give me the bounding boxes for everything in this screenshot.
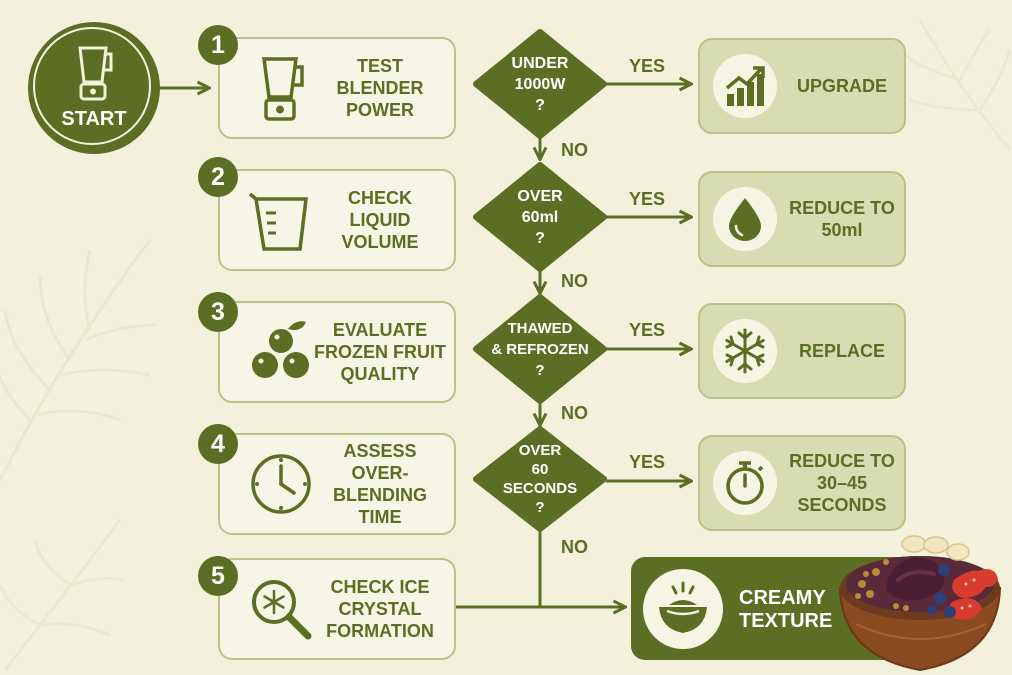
- blender-icon: [78, 46, 113, 101]
- no-label: NO: [561, 537, 588, 557]
- step-box-4: ASSESS OVER-BLENDING TIME: [218, 433, 456, 535]
- palm-leaf-decoration: [0, 239, 156, 481]
- snowflake-icon: [725, 328, 765, 374]
- decision-text: OVER 60ml ?: [517, 187, 563, 247]
- step-label: ASSESS OVER-BLENDING TIME: [333, 441, 427, 527]
- yes-label: YES: [629, 320, 666, 340]
- result-box-replace: REPLACE: [698, 303, 906, 399]
- step-box-5: CHECK ICE CRYSTAL FORMATION: [218, 558, 456, 660]
- result-icon-circle: [713, 319, 777, 383]
- result-label: REDUCE TO 50ml: [789, 198, 895, 240]
- final-icon-circle: [643, 569, 723, 649]
- palm-leaf-decoration: [0, 519, 126, 671]
- step-box-2: CHECK LIQUID VOLUME: [218, 169, 456, 271]
- stopwatch-icon: [726, 461, 764, 505]
- result-label: UPGRADE: [796, 76, 887, 96]
- acai-bowl-illustration: [838, 535, 1002, 672]
- no-label: NO: [561, 271, 588, 291]
- measuring-cup-icon: [248, 192, 308, 251]
- no-label: NO: [561, 140, 588, 160]
- result-icon-circle: [713, 187, 777, 251]
- step-number: 3: [198, 292, 238, 332]
- step-number: 4: [198, 424, 238, 464]
- result-box-upgrade: UPGRADE: [698, 38, 906, 134]
- decision-diamond-1: UNDER 1000W ?: [472, 28, 608, 140]
- result-box-reduce-time: REDUCE TO 30–45 SECONDS: [698, 435, 906, 531]
- result-label: REPLACE: [798, 341, 885, 361]
- result-icon-circle: [713, 54, 777, 118]
- step-number: 2: [198, 157, 238, 197]
- decision-text: THAWED & REFROZEN ?: [491, 319, 589, 379]
- step-label: CHECK ICE CRYSTAL FORMATION: [326, 577, 434, 641]
- decision-text: OVER 60 SECONDS ?: [502, 442, 578, 516]
- step-number: 1: [198, 25, 238, 65]
- blender-icon: [262, 57, 304, 121]
- step-label: EVALUATE FROZEN FRUIT QUALITY: [314, 320, 446, 384]
- start-label: START: [61, 108, 127, 130]
- final-label: CREAMY TEXTURE: [739, 587, 833, 632]
- decision-diamond-4: OVER 60 SECONDS ?: [472, 425, 608, 533]
- clock-icon: [251, 454, 311, 514]
- berries-icon: [252, 321, 309, 378]
- step-label: CHECK LIQUID VOLUME: [341, 188, 419, 252]
- no-label: NO: [561, 403, 588, 423]
- yes-label: YES: [629, 56, 666, 76]
- yes-label: YES: [629, 452, 666, 472]
- magnifier-snowflake-icon: [252, 580, 312, 640]
- step-box-3: EVALUATE FROZEN FRUIT QUALITY: [218, 301, 456, 403]
- step-number: 5: [198, 556, 238, 596]
- droplet-icon: [729, 198, 761, 241]
- smoothie-bowl-icon: [659, 581, 707, 633]
- yes-label: YES: [629, 189, 666, 209]
- step-label: TEST BLENDER POWER: [336, 56, 424, 120]
- decision-diamond-3: THAWED & REFROZEN ?: [472, 293, 608, 405]
- result-icon-circle: [713, 451, 777, 515]
- decision-text: UNDER 1000W ?: [511, 54, 569, 114]
- chart-up-icon: [725, 66, 765, 106]
- start-node: START: [28, 22, 160, 154]
- decision-diamond-2: OVER 60ml ?: [472, 161, 608, 273]
- result-box-reduce-liquid: REDUCE TO 50ml: [698, 171, 906, 267]
- result-label: REDUCE TO 30–45 SECONDS: [789, 451, 895, 515]
- step-box-1: TEST BLENDER POWER: [218, 37, 456, 139]
- palm-leaf-decoration: [904, 19, 1012, 151]
